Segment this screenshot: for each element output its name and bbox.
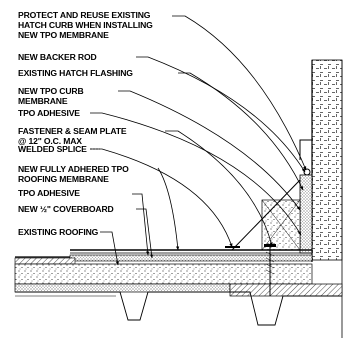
callout-line: NEW FULLY ADHERED TPO [18,164,129,174]
callout-line: WELDED SPLICE [18,144,87,154]
callout-line: NEW TPO MEMBRANE [18,30,109,40]
callout-line: NEW BACKER ROD [18,52,97,62]
callout-hatch-curb: PROTECT AND REUSE EXISTING HATCH CURB WH… [18,10,153,40]
callout-line: HATCH CURB WHEN INSTALLING [18,20,153,30]
callout-line: ROOFING MEMBRANE [18,174,109,184]
callout-line: PROTECT AND REUSE EXISTING [18,10,151,20]
callout-coverboard: NEW ½" COVERBOARD [18,204,114,214]
callout-line: TPO ADHESIVE [18,108,80,118]
callout-tpo-adhesive-2: TPO ADHESIVE [18,188,80,198]
callout-welded-splice: WELDED SPLICE [18,144,87,154]
callout-line: NEW TPO CURB [18,86,84,96]
callout-existing-roofing: EXISTING ROOFING [18,227,98,237]
callout-fastener-seam-plate: FASTENER & SEAM PLATE @ 12" O.C. MAX [18,126,127,146]
callout-line: TPO ADHESIVE [18,188,80,198]
callout-line: EXISTING HATCH FLASHING [18,68,133,78]
callout-tpo-adhesive-1: TPO ADHESIVE [18,108,80,118]
callout-line: EXISTING ROOFING [18,227,99,237]
callout-line: FASTENER & SEAM PLATE [18,126,127,136]
callout-backer-rod: NEW BACKER ROD [18,52,97,62]
callout-line: NEW ½" COVERBOARD [18,204,114,214]
callout-tpo-curb-membrane: NEW TPO CURB MEMBRANE [18,86,84,106]
callout-hatch-flashing: EXISTING HATCH FLASHING [18,68,133,78]
callout-line: @ 12" O.C. MAX [18,136,82,146]
callout-line: MEMBRANE [18,96,68,106]
callout-adhered-tpo: NEW FULLY ADHERED TPO ROOFING MEMBRANE [18,164,129,184]
